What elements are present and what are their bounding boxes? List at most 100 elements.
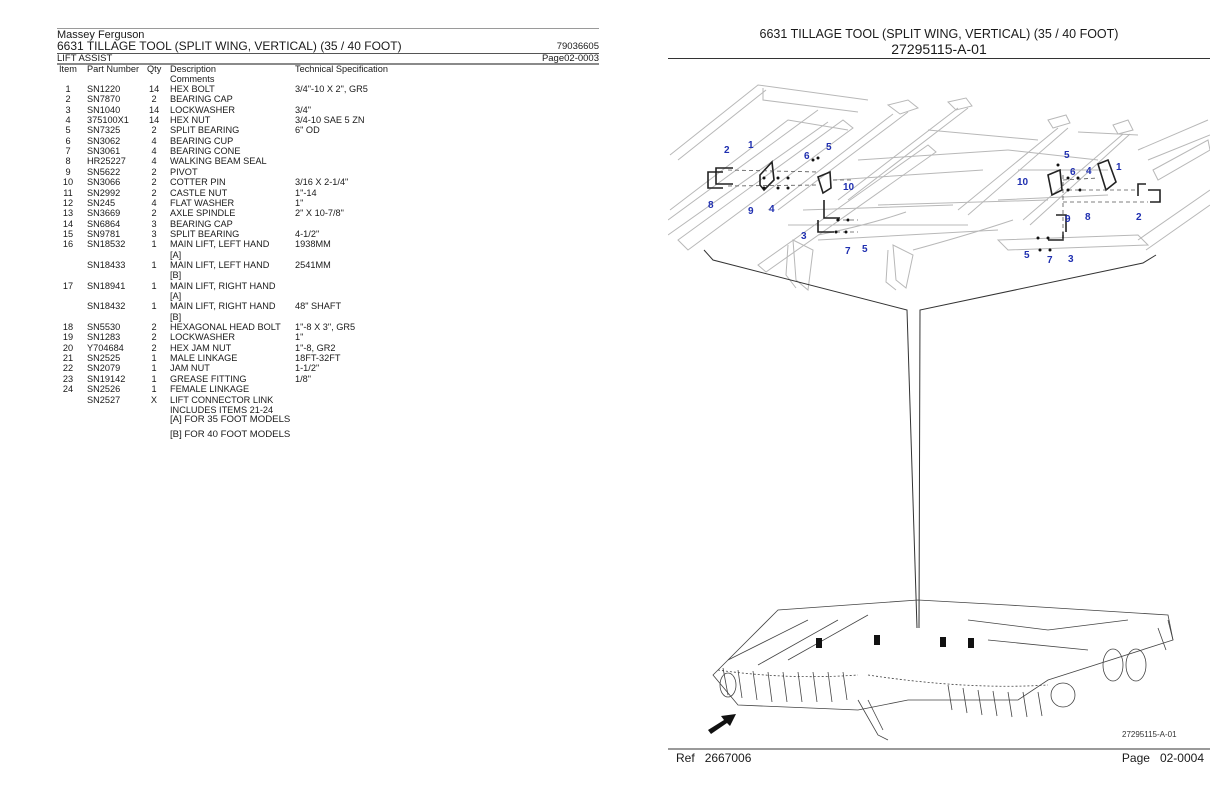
description: HEXAGONAL HEAD BOLT — [170, 322, 281, 333]
item-number: 17 — [62, 280, 74, 291]
callout-2: 2 — [724, 145, 730, 156]
callout-1: 1 — [1116, 162, 1122, 173]
part-number: SN245 — [87, 197, 116, 208]
quantity: 1 — [151, 353, 157, 364]
callout-9: 9 — [748, 206, 754, 217]
part-number: SN7325 — [87, 125, 121, 136]
hardware-parts — [707, 158, 1161, 241]
exploded-parts-diagram: 2 1 3 4 5 5 6 7 8 9 10 1 2 3 4 5 5 6 7 8… — [668, 84, 1210, 741]
quantity: 14 — [149, 104, 160, 115]
callout-5b: 5 — [1024, 250, 1030, 261]
comment: [A] — [170, 249, 182, 260]
technical-spec: 18FT-32FT — [295, 353, 341, 364]
technical-spec: 3/4"-10 X 2", GR5 — [295, 84, 368, 94]
callout-7: 7 — [1047, 255, 1053, 266]
description: HEX NUT — [170, 115, 211, 126]
technical-spec: 1"-14 — [295, 187, 317, 198]
part-number: SN5530 — [87, 322, 121, 333]
table-row-comment: [B] — [0, 270, 600, 280]
document-title: 6631 TILLAGE TOOL (SPLIT WING, VERTICAL)… — [57, 39, 402, 53]
technical-spec: 1/8" — [295, 373, 312, 384]
quantity: 4 — [151, 197, 157, 208]
table-row-comment: [A] — [0, 291, 600, 301]
figure-number: 27295115-A-01 — [891, 41, 987, 57]
page-label: Page — [1121, 751, 1150, 765]
item-number: 14 — [62, 218, 74, 229]
callout-4: 4 — [769, 204, 775, 215]
technical-spec: 3/4-10 SAE 5 ZN — [295, 115, 365, 126]
part-number: HR25227 — [87, 156, 126, 167]
part-number: SN3066 — [87, 177, 121, 188]
item-number: 18 — [62, 322, 74, 333]
header-rule — [57, 53, 599, 54]
quantity: 2 — [151, 342, 157, 353]
col-comments: Comments — [170, 74, 215, 84]
figure-header-rule — [668, 58, 1210, 59]
part-number: SN19142 — [87, 373, 126, 384]
item-number: 12 — [62, 197, 74, 208]
fastener-dots — [762, 156, 1082, 252]
quantity: 4 — [151, 146, 157, 157]
item-number: 15 — [62, 228, 74, 239]
part-number: SN18941 — [87, 280, 126, 291]
technical-spec: 1" — [295, 332, 304, 343]
item-number: 21 — [62, 353, 74, 364]
item-number: 6 — [65, 135, 71, 146]
part-number: SN7870 — [87, 94, 121, 105]
description: SPLIT BEARING — [170, 228, 240, 239]
part-number: SN3061 — [87, 146, 121, 157]
col-part-number: Part Number — [87, 64, 140, 74]
technical-spec: 1"-8, GR2 — [295, 342, 336, 353]
quantity: 2 — [151, 187, 157, 198]
description: MALE LINKAGE — [170, 353, 238, 364]
quantity: 2 — [151, 166, 157, 177]
item-number: 22 — [62, 363, 74, 374]
part-number: SN5622 — [87, 166, 121, 177]
callout-5b: 5 — [862, 244, 868, 255]
technical-spec: 2541MM — [295, 259, 331, 270]
technical-spec: 2" X 10-7/8" — [295, 208, 344, 219]
item-number: 19 — [62, 332, 74, 343]
col-item: Item — [59, 64, 77, 74]
description: GREASE FITTING — [170, 373, 247, 384]
description: MAIN LIFT, RIGHT HAND — [170, 301, 276, 312]
callout-4: 4 — [1086, 166, 1092, 177]
part-number: SN2526 — [87, 384, 121, 395]
item-number: 10 — [62, 177, 74, 188]
item-number: 20 — [62, 342, 74, 353]
callout-10: 10 — [843, 182, 855, 193]
quantity: 2 — [151, 322, 157, 333]
figure-label: 27295115-A-01 — [1122, 730, 1177, 739]
technical-spec: 1" — [295, 197, 304, 208]
description: CASTLE NUT — [170, 187, 228, 198]
technical-spec: 1"-8 X 3", GR5 — [295, 322, 356, 333]
callout-8: 8 — [708, 200, 714, 211]
description: MAIN LIFT, RIGHT HAND — [170, 280, 276, 291]
part-number: SN1283 — [87, 332, 121, 343]
description: LOCKWASHER — [170, 104, 236, 115]
quantity: 4 — [151, 135, 157, 146]
description: HEX JAM NUT — [170, 342, 232, 353]
description: BEARING CONE — [170, 146, 241, 157]
quantity: 3 — [151, 228, 157, 239]
quantity: 2 — [151, 332, 157, 343]
item-number: 4 — [65, 115, 71, 126]
part-number: SN2992 — [87, 187, 121, 198]
quantity: 14 — [149, 84, 160, 94]
technical-spec: 1938MM — [295, 239, 331, 250]
